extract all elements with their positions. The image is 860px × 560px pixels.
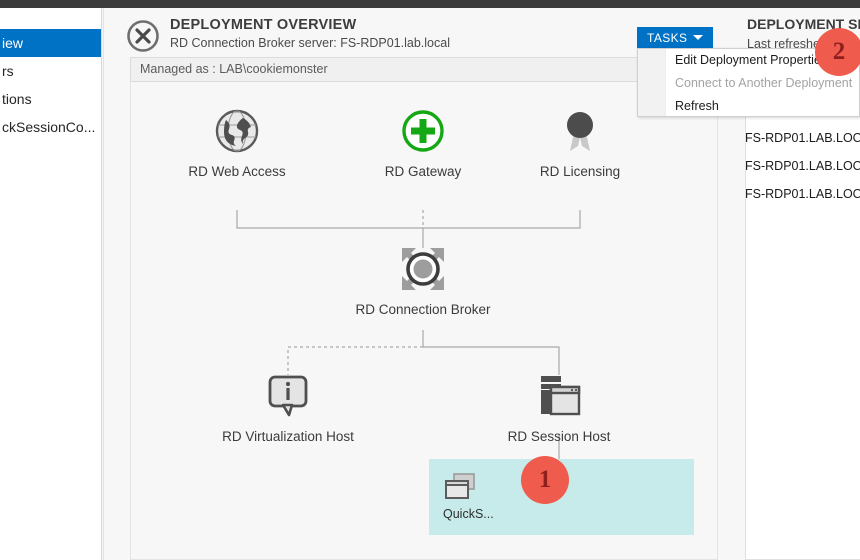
- navigation-sidebar: iew rs tions ckSessionCo...: [0, 8, 102, 560]
- rd-connection-broker[interactable]: RD Connection Broker: [348, 242, 498, 317]
- table-row[interactable]: FS-RDP01.LAB.LOCAL: [745, 131, 860, 145]
- sidebar-item-label: tions: [2, 91, 32, 107]
- award-ribbon-icon: [520, 104, 640, 158]
- node-label: RD Connection Broker: [348, 302, 498, 317]
- sidebar-item-label: rs: [2, 63, 14, 79]
- tasks-button[interactable]: TASKS: [637, 27, 713, 48]
- step-badge-1: 1: [521, 456, 569, 504]
- tasks-button-label: TASKS: [647, 31, 687, 45]
- node-label: RD Gateway: [363, 164, 483, 179]
- rd-session-host[interactable]: RD Session Host: [489, 369, 629, 444]
- menu-item-refresh[interactable]: Refresh: [638, 95, 859, 118]
- window-titlebar: [0, 0, 860, 8]
- session-host-icon: [489, 369, 629, 423]
- deployment-diagram-canvas: RD Web Access RD Gateway: [130, 82, 718, 560]
- collection-tile-label: QuickS...: [443, 507, 494, 521]
- window-stack-icon: [443, 472, 477, 507]
- node-label: RD Session Host: [489, 429, 629, 444]
- node-label: RD Virtualization Host: [208, 429, 368, 444]
- node-label: RD Web Access: [177, 164, 297, 179]
- chevron-down-icon: [693, 35, 703, 40]
- sidebar-item-label: ckSessionCo...: [2, 119, 95, 135]
- rd-gateway[interactable]: RD Gateway: [363, 104, 483, 179]
- rd-licensing[interactable]: RD Licensing: [520, 104, 640, 179]
- sidebar-item-quicksessioncollection[interactable]: ckSessionCo...: [0, 113, 101, 141]
- rd-web-access[interactable]: RD Web Access: [177, 104, 297, 179]
- table-row[interactable]: FS-RDP01.LAB.LOCAL: [745, 159, 860, 173]
- overview-titles: DEPLOYMENT OVERVIEW RD Connection Broker…: [170, 17, 450, 50]
- info-bubble-icon: [208, 369, 368, 423]
- green-plus-circle-icon: [363, 104, 483, 158]
- node-label: RD Licensing: [520, 164, 640, 179]
- sidebar-item-collections[interactable]: tions: [0, 85, 101, 113]
- deployment-overview-icon: [126, 19, 160, 53]
- overview-header: DEPLOYMENT OVERVIEW RD Connection Broker…: [126, 14, 726, 58]
- table-row[interactable]: FS-RDP01.LAB.LOCAL: [745, 187, 860, 201]
- page-subtitle: RD Connection Broker server: FS-RDP01.la…: [170, 36, 450, 50]
- broker-arrows-icon: [348, 242, 498, 296]
- sidebar-item-servers[interactable]: rs: [0, 57, 101, 85]
- step-badge-2: 2: [815, 28, 860, 76]
- sidebar-item-overview[interactable]: iew: [0, 29, 101, 57]
- page-title: DEPLOYMENT OVERVIEW: [170, 17, 450, 33]
- rd-virtualization-host[interactable]: RD Virtualization Host: [208, 369, 368, 444]
- globe-icon: [177, 104, 297, 158]
- menu-item-connect-to-another-deployment: Connect to Another Deployment: [638, 72, 859, 95]
- sidebar-item-label: iew: [2, 35, 23, 51]
- managed-as-bar: Managed as : LAB\cookiemonster: [130, 57, 718, 82]
